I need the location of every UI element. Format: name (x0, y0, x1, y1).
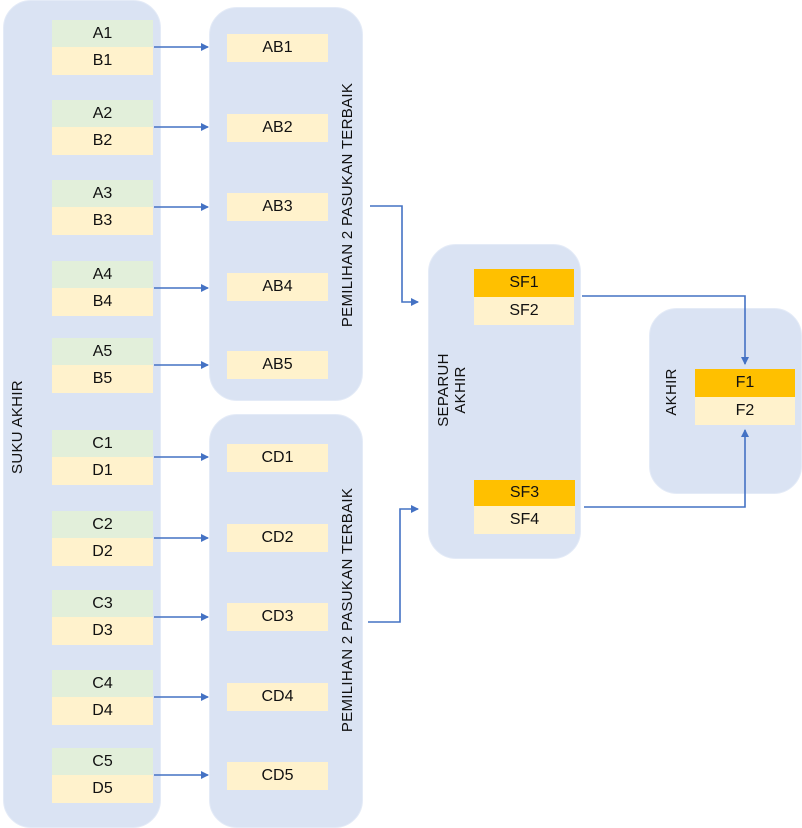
round1-team-top: C1 (52, 430, 153, 457)
final-label: AKHIR (663, 368, 680, 416)
round1-team-top: C2 (52, 511, 153, 538)
connector-ab3-to-semifinal (370, 205, 419, 306)
round1-label: SUKU AKHIR (9, 380, 26, 474)
semifinal-label-line2: AKHIR (452, 366, 469, 414)
semifinal-team-sf3: SF3 (474, 480, 575, 506)
round1-team-top: A5 (52, 338, 153, 365)
semifinal-label-line1: SEPARUH (435, 353, 452, 427)
round1-team-bottom: B4 (52, 288, 153, 316)
round2-team: AB5 (227, 351, 328, 379)
round2-team: CD2 (227, 524, 328, 552)
round2-team: CD4 (227, 683, 328, 711)
round1-team-top: A2 (52, 100, 153, 127)
round2-ab-label: PEMILIHAN 2 PASUKAN TERBAIK (339, 82, 356, 328)
round1-team-top: A3 (52, 180, 153, 207)
round2-team: CD3 (227, 603, 328, 631)
semifinal-team-sf4: SF4 (474, 506, 575, 534)
round1-team-top: C3 (52, 590, 153, 617)
round1-team-top: A1 (52, 20, 153, 47)
semifinal-team-sf1: SF1 (474, 269, 574, 297)
round2-team: AB4 (227, 273, 328, 301)
round2-team: CD1 (227, 444, 328, 472)
round1-team-bottom: D3 (52, 617, 153, 645)
round2-team: AB1 (227, 34, 328, 62)
semifinal-team-sf2: SF2 (474, 297, 574, 325)
round2-team: AB2 (227, 114, 328, 142)
round1-team-bottom: D4 (52, 697, 153, 725)
connector-cd3-to-semifinal (368, 505, 419, 623)
semifinal-label: SEPARUH AKHIR (435, 340, 469, 440)
final-team-f1: F1 (695, 369, 795, 397)
round1-team-bottom: B3 (52, 207, 153, 235)
round1-team-bottom: B5 (52, 365, 153, 393)
round1-team-bottom: D2 (52, 538, 153, 566)
round1-team-top: C4 (52, 670, 153, 697)
round1-team-bottom: D1 (52, 457, 153, 485)
round1-team-top: C5 (52, 748, 153, 775)
round1-team-bottom: D5 (52, 775, 153, 803)
round1-team-bottom: B1 (52, 47, 153, 75)
final-team-f2: F2 (695, 397, 795, 425)
round1-team-bottom: B2 (52, 127, 153, 155)
round2-cd-label: PEMILIHAN 2 PASUKAN TERBAIK (339, 487, 356, 733)
round2-team: AB3 (227, 193, 328, 221)
round1-team-top: A4 (52, 261, 153, 288)
round2-team: CD5 (227, 762, 328, 790)
